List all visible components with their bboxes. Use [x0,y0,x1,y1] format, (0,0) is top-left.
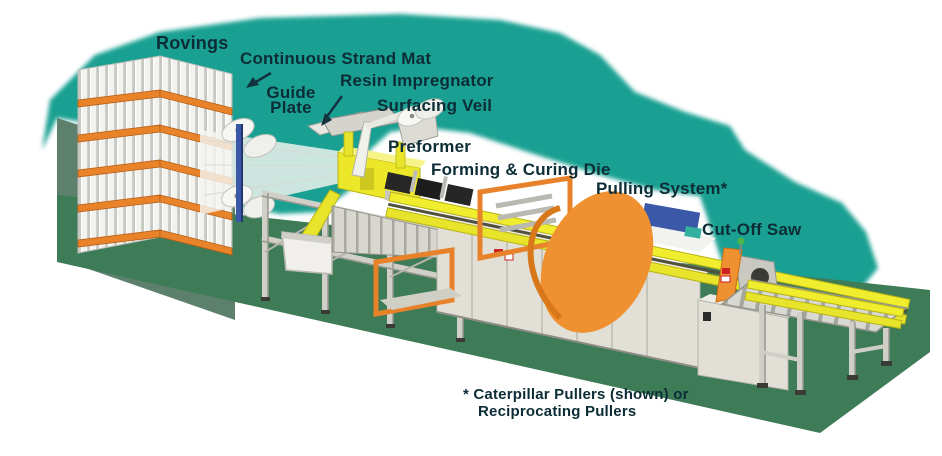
leader-arrows [246,71,344,126]
label-cut-off-saw: Cut-Off Saw [702,220,802,239]
guide-plate [306,107,401,137]
label-preformer: Preformer [388,137,472,156]
pulling-system [373,175,716,333]
surfacing-veil-spools [351,98,445,178]
strand-mat-curtain [236,124,243,222]
resin-arrow-line [324,95,344,119]
footnote-line1: * Caterpillar Pullers (shown) or [463,386,689,403]
label-rovings: Rovings [156,33,229,53]
label-resin-impregnator: Resin Impregnator [340,71,494,90]
label-surfacing-veil: Surfacing Veil [377,96,493,115]
roller-table [720,279,908,395]
csm-arrowhead [246,77,259,88]
resin-tub [281,189,341,275]
teal-backdrop-blob [42,14,878,328]
footnote: * Caterpillar Pullers (shown) or Recipro… [463,386,689,420]
label-forming-curing-die: Forming & Curing Die [431,160,611,179]
csm-arrow-line [253,71,272,85]
label-guide-plate: Guide Plate [266,83,316,117]
label-pulling-system: Pulling System* [596,179,728,198]
footnote-line2: Reciprocating Pullers [478,403,637,420]
label-continuous-strand-mat: Continuous Strand Mat [240,49,432,68]
resin-arrowhead [321,113,332,126]
